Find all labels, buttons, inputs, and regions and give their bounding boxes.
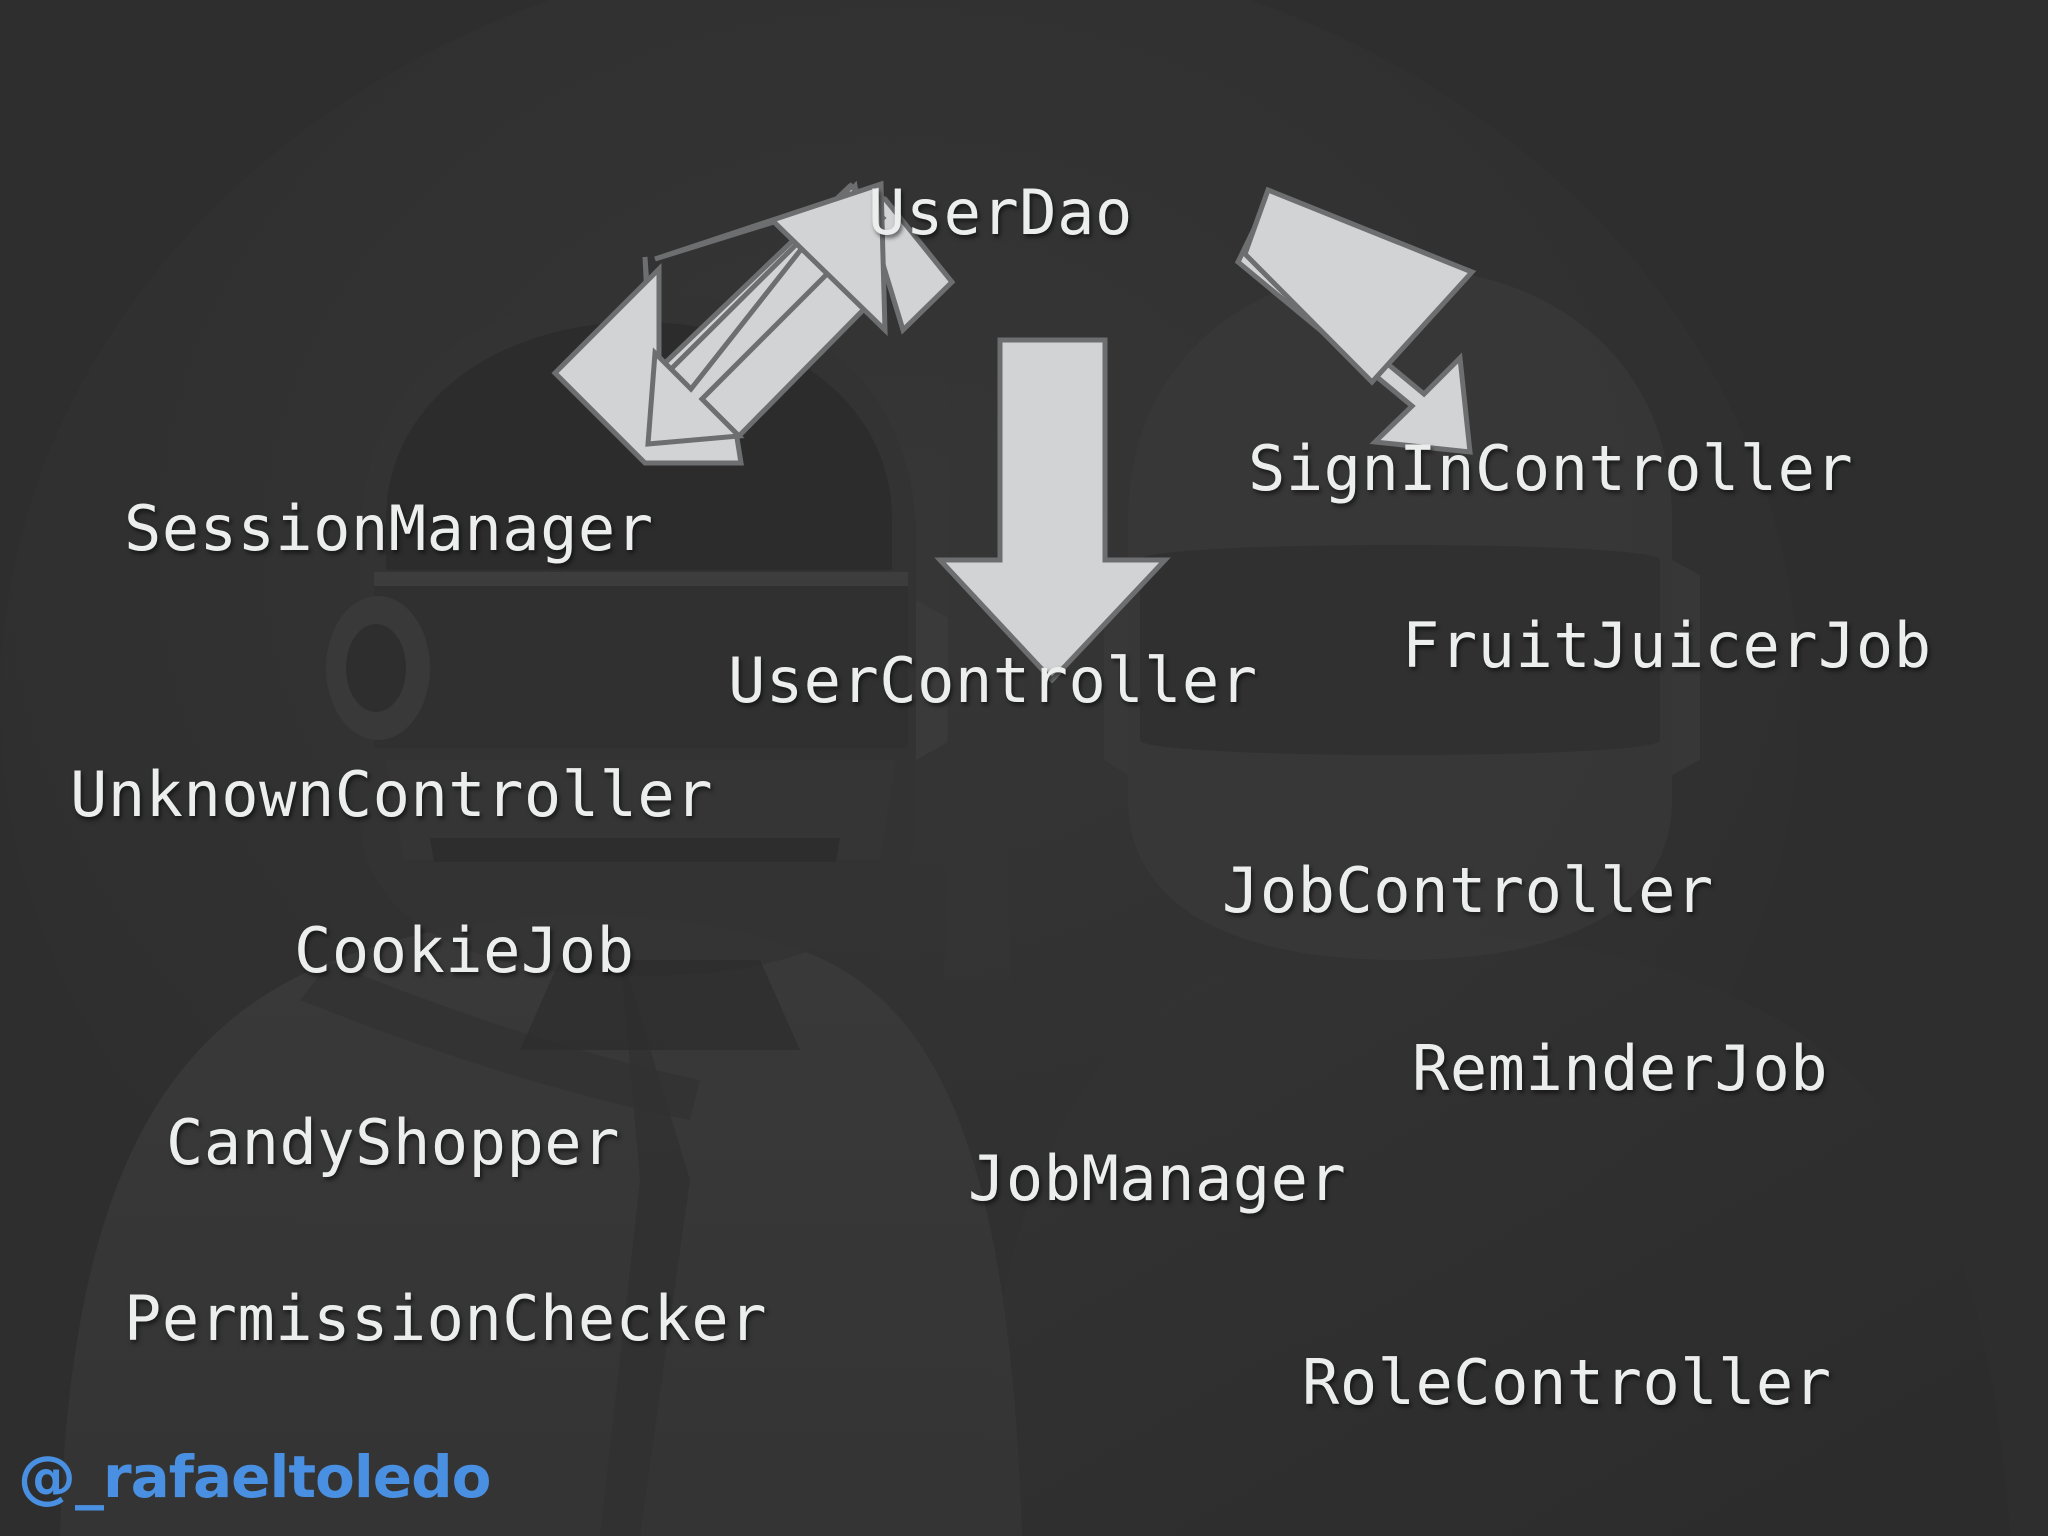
class-label-jobmanager: JobManager <box>968 1142 1347 1215</box>
class-label-rolecontroller: RoleController <box>1302 1346 1832 1419</box>
class-label-permissionchecker: PermissionChecker <box>124 1282 768 1355</box>
class-label-candyshopper: CandyShopper <box>166 1106 620 1179</box>
arrow-to-signin-controller <box>1234 186 1477 455</box>
class-label-cookiejob: CookieJob <box>294 914 635 987</box>
arrow-to-user-controller <box>934 337 1171 684</box>
class-label-jobcontroller: JobController <box>1222 854 1714 927</box>
class-label-sessionmanager: SessionManager <box>124 492 654 565</box>
class-label-userdao: UserDao <box>868 176 1133 249</box>
class-label-fruitjuicerjob: FruitJuicerJob <box>1402 609 1932 682</box>
class-label-usercontroller: UserController <box>728 644 1258 717</box>
class-label-reminderjob: ReminderJob <box>1412 1032 1829 1105</box>
author-handle: @_rafaeltoledo <box>18 1443 491 1511</box>
class-label-unknowncontroller: UnknownController <box>70 758 714 831</box>
class-label-signincontroller: SignInController <box>1248 432 1854 505</box>
